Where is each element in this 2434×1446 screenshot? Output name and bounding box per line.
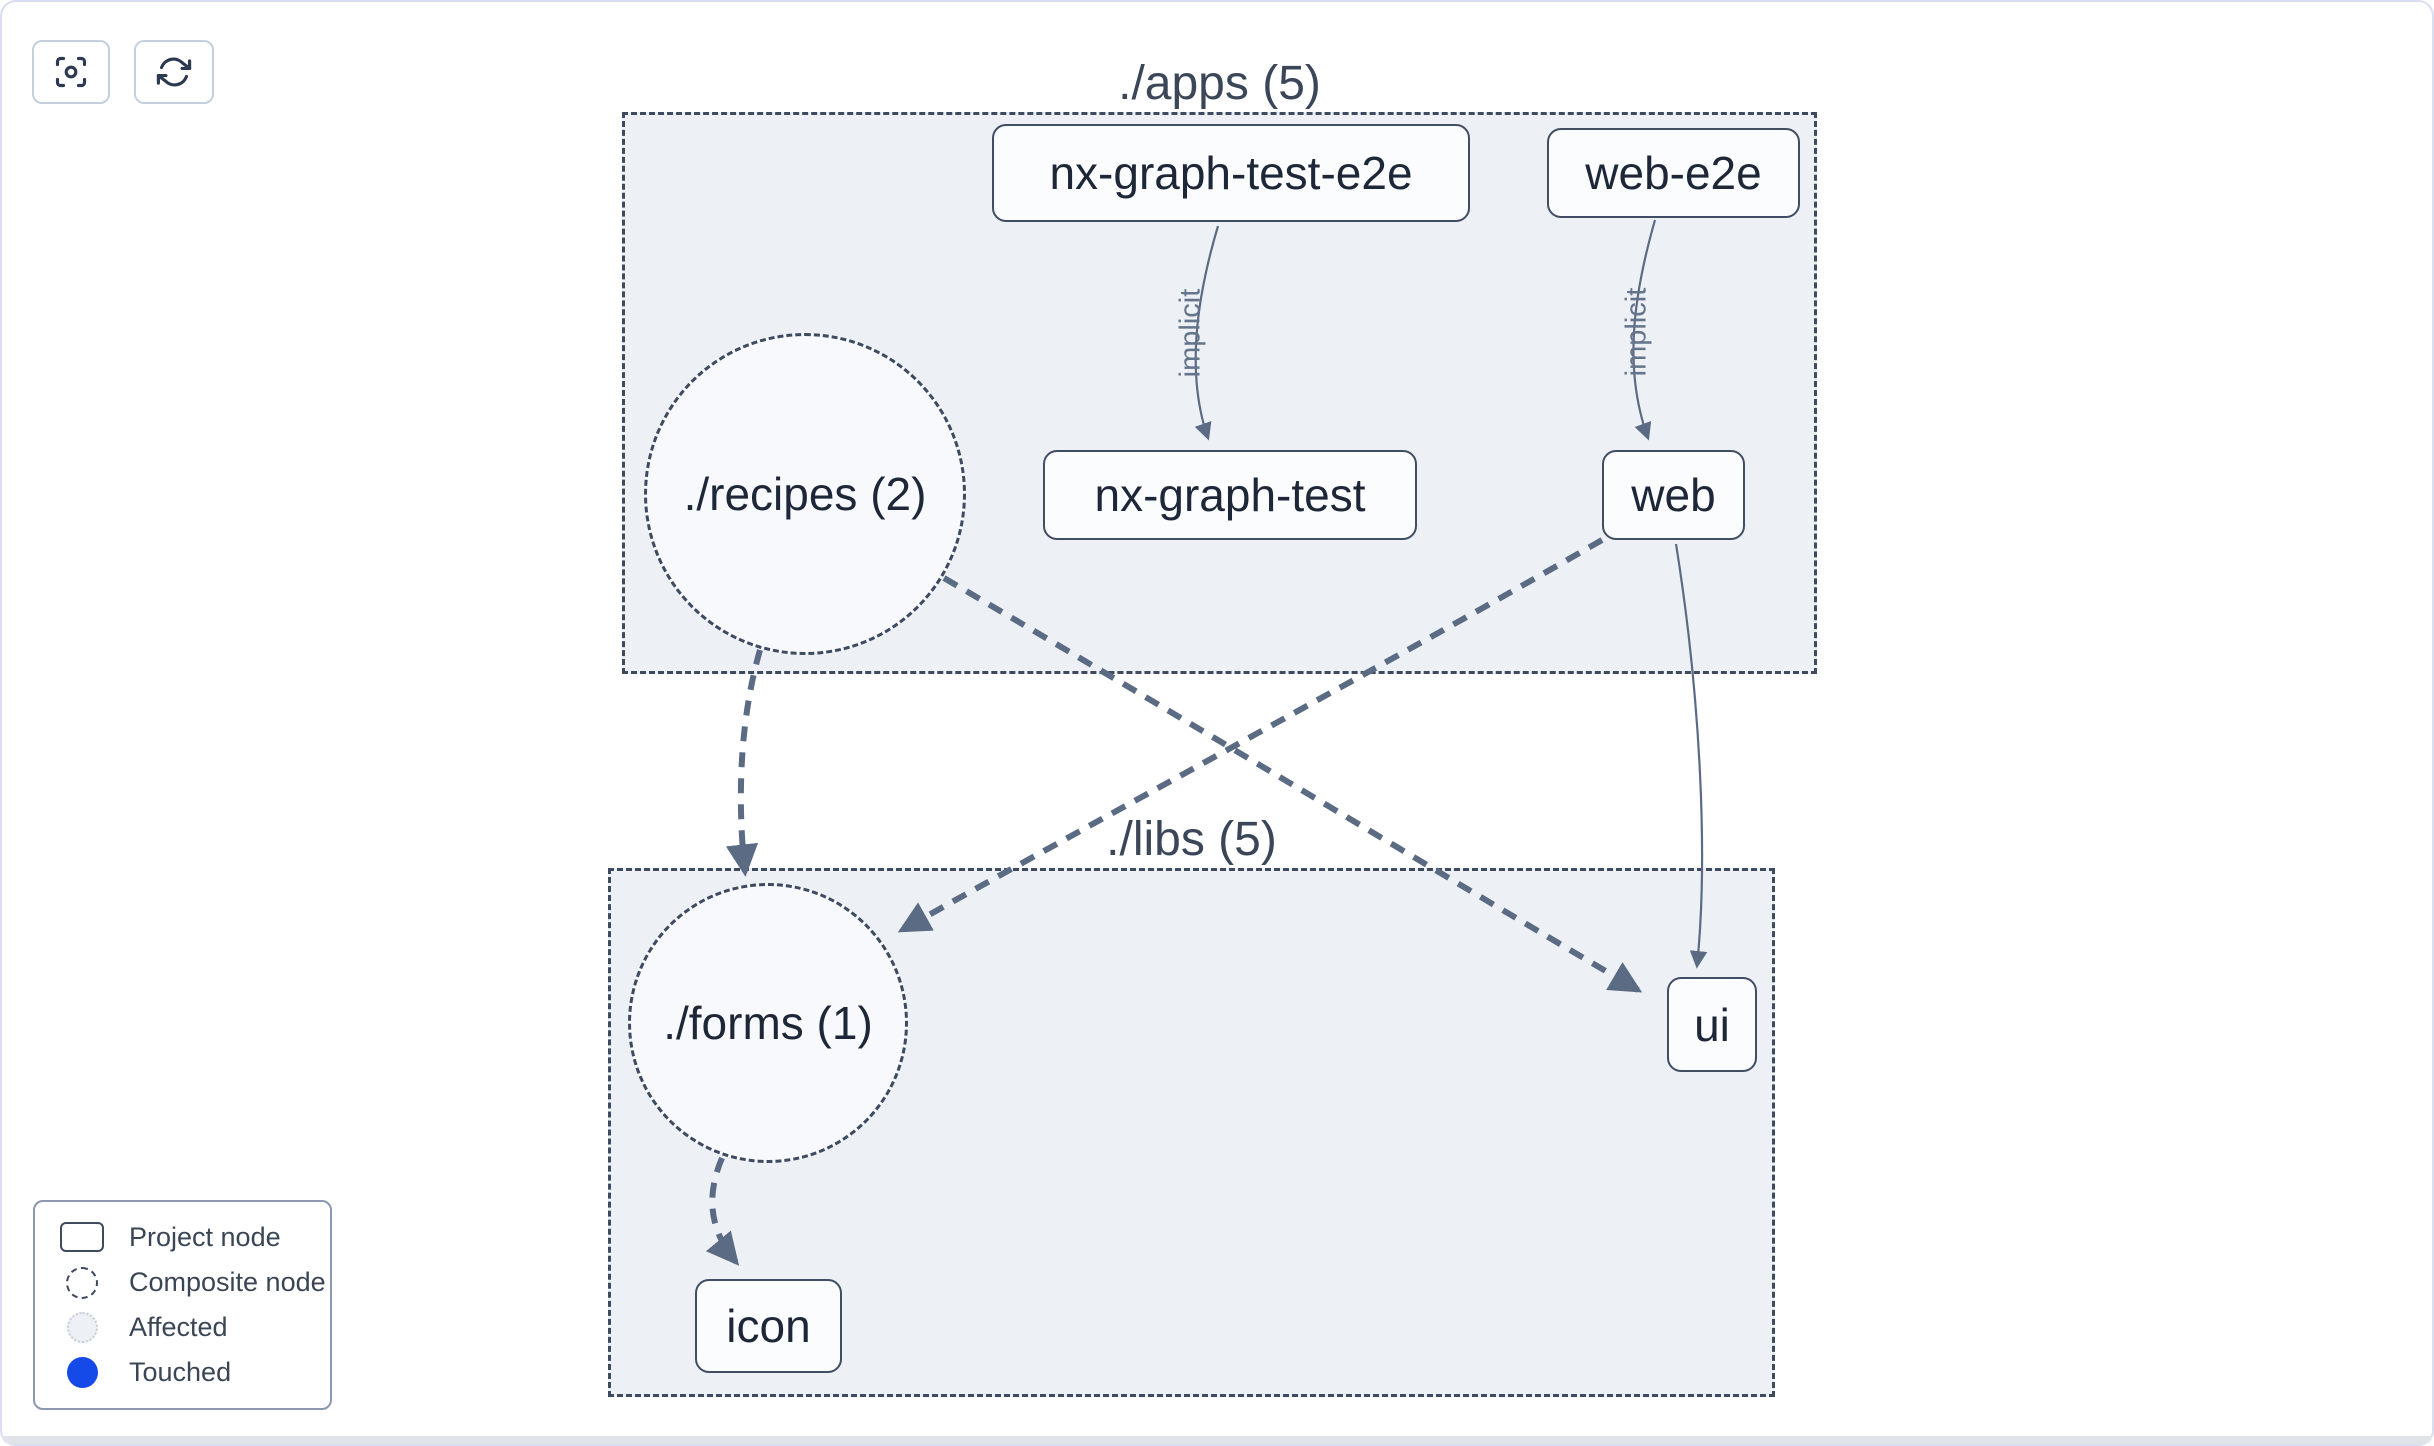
focus-center-icon	[55, 56, 87, 88]
bottom-edge-band	[2, 1436, 2432, 1444]
affected-swatch	[66, 1312, 98, 1344]
project-node-web[interactable]: web	[1602, 450, 1745, 540]
legend-label: Affected	[129, 1312, 228, 1343]
group-apps-title: ./apps (5)	[1118, 57, 1321, 110]
refresh-button[interactable]	[134, 40, 214, 104]
legend-item-project-node: Project node	[35, 1222, 330, 1253]
composite-node-recipes[interactable]: ./recipes (2)	[644, 333, 966, 655]
project-node-nx-graph-test[interactable]: nx-graph-test	[1043, 450, 1417, 540]
composite-node-swatch	[66, 1266, 98, 1299]
composite-node-forms-label: ./forms (1)	[663, 997, 873, 1049]
edge-label-implicit: implicit	[1174, 288, 1207, 378]
legend: Project node Composite node Affected Tou…	[33, 1200, 332, 1410]
focus-button[interactable]	[32, 40, 110, 104]
legend-item-composite-node: Composite node	[35, 1266, 330, 1299]
legend-item-touched: Touched	[35, 1357, 330, 1389]
project-node-swatch	[60, 1222, 104, 1253]
touched-swatch	[66, 1357, 98, 1389]
legend-label: Composite node	[129, 1267, 326, 1298]
edge-label-implicit: implicit	[1620, 287, 1653, 377]
node-label: icon	[726, 1300, 811, 1352]
project-node-ui[interactable]: ui	[1667, 977, 1757, 1072]
refresh-icon	[156, 57, 192, 87]
project-node-nx-graph-test-e2e[interactable]: nx-graph-test-e2e	[992, 124, 1470, 222]
node-label: ui	[1694, 998, 1730, 1051]
node-label: nx-graph-test	[1094, 469, 1366, 521]
project-node-web-e2e[interactable]: web-e2e	[1547, 128, 1800, 218]
legend-label: Touched	[129, 1357, 232, 1388]
composite-node-forms[interactable]: ./forms (1)	[628, 883, 908, 1163]
project-node-icon[interactable]: icon	[695, 1279, 842, 1373]
node-label: web	[1631, 469, 1716, 521]
node-label: web-e2e	[1585, 147, 1762, 199]
legend-label: Project node	[129, 1221, 281, 1252]
group-libs-title: ./libs (5)	[1106, 813, 1277, 866]
node-label: nx-graph-test-e2e	[1049, 147, 1413, 199]
legend-item-affected: Affected	[35, 1312, 330, 1344]
composite-node-recipes-label: ./recipes (2)	[683, 468, 927, 520]
